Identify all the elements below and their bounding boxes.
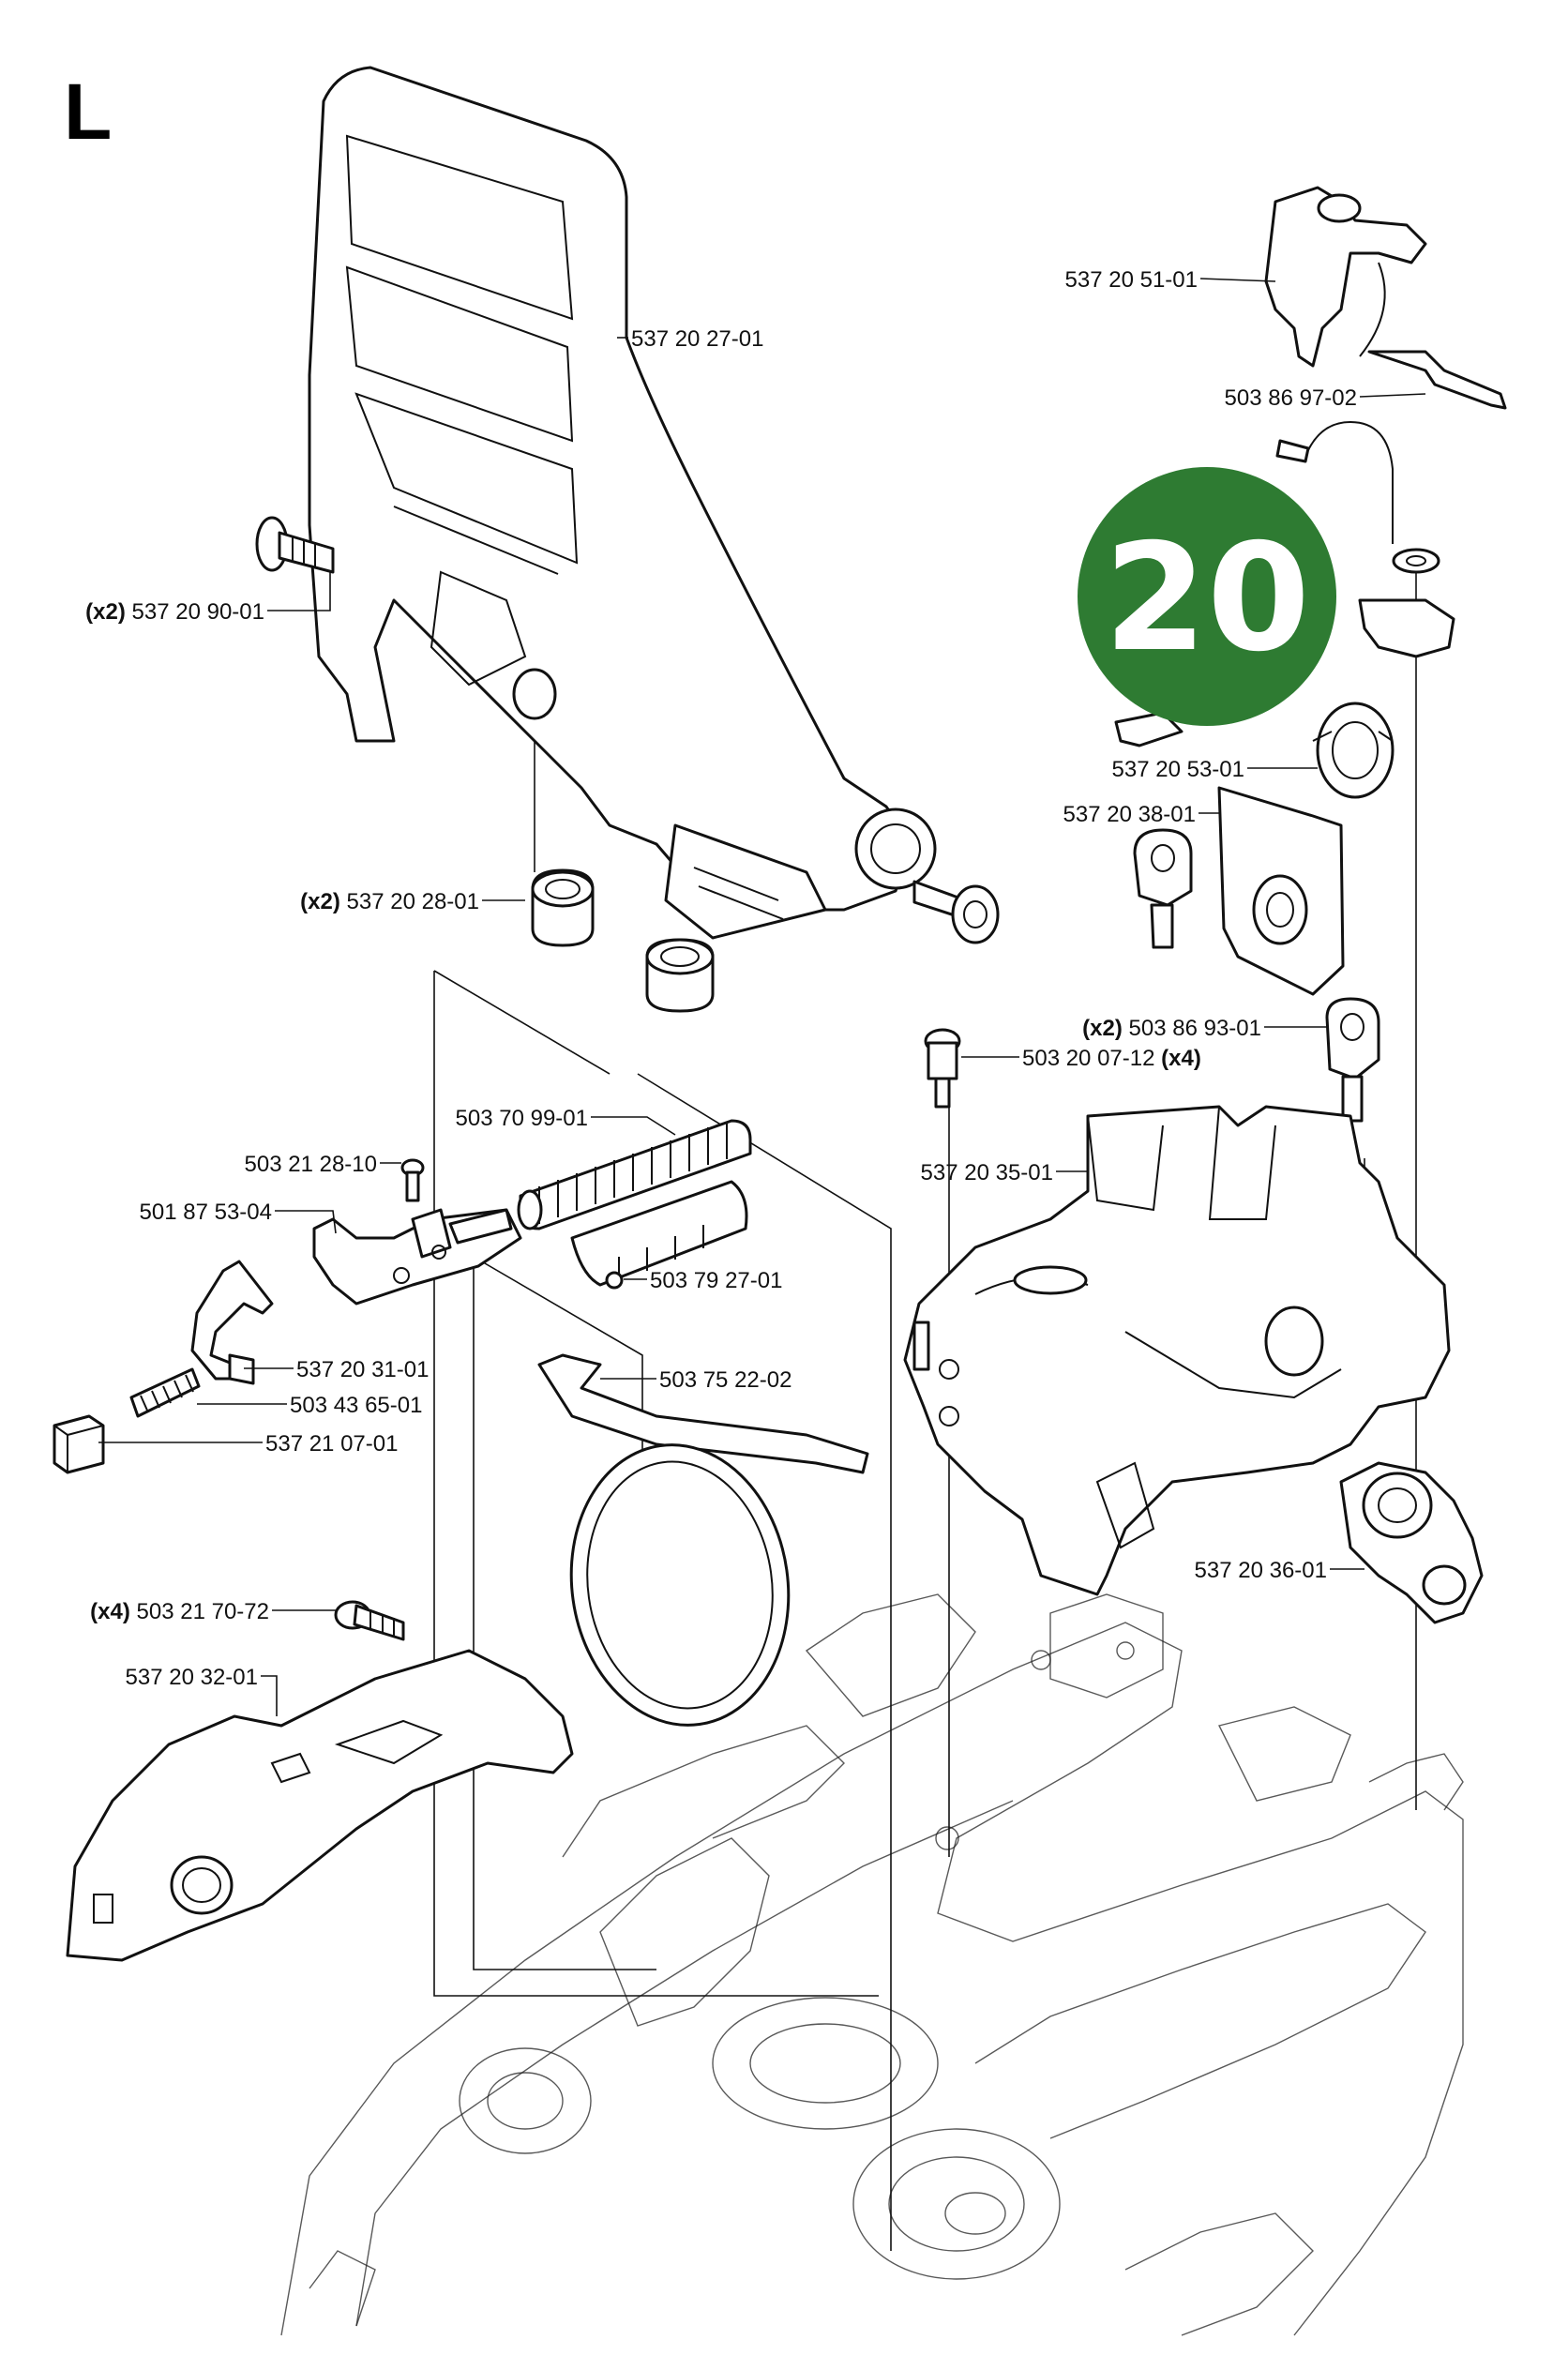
switch-part-upper	[1114, 598, 1455, 747]
screw-537-20-90-01	[255, 516, 335, 574]
label-537-20-38-01: 537 20 38-01	[1063, 802, 1196, 827]
spring-503-43-65-01	[129, 1367, 201, 1418]
engine-crankcase-drawing	[280, 1593, 1464, 2336]
part-labels: 537 20 27-01 (x2) 537 20 90-01 (x2) 537 …	[85, 267, 1357, 1690]
part-537-20-38-01	[1217, 786, 1345, 996]
label-537-20-53-01: 537 20 53-01	[1112, 757, 1244, 782]
label-537-20-28-01: (x2) 537 20 28-01	[300, 889, 479, 914]
brake-band-503-75-22-02	[537, 1353, 869, 1727]
label-537-20-27-01: 537 20 27-01	[631, 326, 763, 352]
label-503-43-65-01: 503 43 65-01	[290, 1393, 422, 1418]
badge-circle	[1078, 467, 1336, 726]
label-503-70-99-01: 503 70 99-01	[456, 1106, 588, 1131]
label-501-87-53-04: 501 87 53-04	[140, 1200, 272, 1225]
chain-guard-537-20-32-01	[66, 1649, 574, 1962]
bushing-537-20-28-01	[531, 868, 595, 947]
spring-cover-503-79-27-01	[570, 1180, 748, 1290]
badge-number: 20	[1104, 512, 1310, 685]
spring-clip-503-86-97-02	[1367, 350, 1507, 410]
handle-bracket-537-20-35-01	[903, 1105, 1451, 1596]
part-537-20-51-01	[1264, 186, 1427, 368]
label-537-20-90-01: (x2) 537 20 90-01	[85, 599, 264, 625]
lever-501-87-53-04	[312, 1208, 522, 1306]
screw-503-21-70-72	[334, 1600, 405, 1641]
part-537-20-53-01	[1312, 702, 1395, 799]
label-503-86-93-01: (x2) 503 86 93-01	[1082, 1016, 1261, 1041]
grommet-left-503-86-93-01	[1133, 828, 1193, 949]
latch-537-20-31-01	[190, 1260, 274, 1385]
label-537-20-51-01: 537 20 51-01	[1065, 267, 1198, 293]
label-503-86-97-02: 503 86 97-02	[1225, 385, 1357, 411]
screw-503-20-07-12	[924, 1028, 961, 1109]
screw-503-21-28-10	[400, 1158, 425, 1202]
label-537-20-31-01: 537 20 31-01	[296, 1357, 429, 1382]
section-letter: L	[64, 68, 112, 156]
grommet-right-503-86-93-01	[1325, 997, 1380, 1123]
label-537-20-36-01: 537 20 36-01	[1195, 1558, 1327, 1583]
bushing-second	[645, 938, 715, 1013]
label-537-21-07-01: 537 21 07-01	[265, 1431, 398, 1457]
spring-503-70-99-01	[517, 1119, 752, 1230]
block-537-21-07-01	[53, 1414, 105, 1474]
label-503-21-28-10: 503 21 28-10	[245, 1152, 377, 1177]
page-number-badge: 20	[1078, 467, 1336, 726]
label-503-21-70-72: (x4) 503 21 70-72	[90, 1599, 269, 1624]
label-503-20-07-12: 503 20 07-12 (x4)	[1022, 1046, 1201, 1071]
leader-lines	[98, 278, 1426, 1716]
label-503-75-22-02: 503 75 22-02	[659, 1367, 792, 1393]
screw-guard-front	[912, 880, 1000, 944]
label-503-79-27-01: 503 79 27-01	[650, 1268, 782, 1293]
label-537-20-35-01: 537 20 35-01	[921, 1160, 1053, 1185]
label-537-20-32-01: 537 20 32-01	[126, 1665, 258, 1690]
front-hand-guard	[308, 66, 937, 940]
wire-connector	[1275, 420, 1440, 574]
part-537-20-36-01	[1339, 1461, 1484, 1624]
